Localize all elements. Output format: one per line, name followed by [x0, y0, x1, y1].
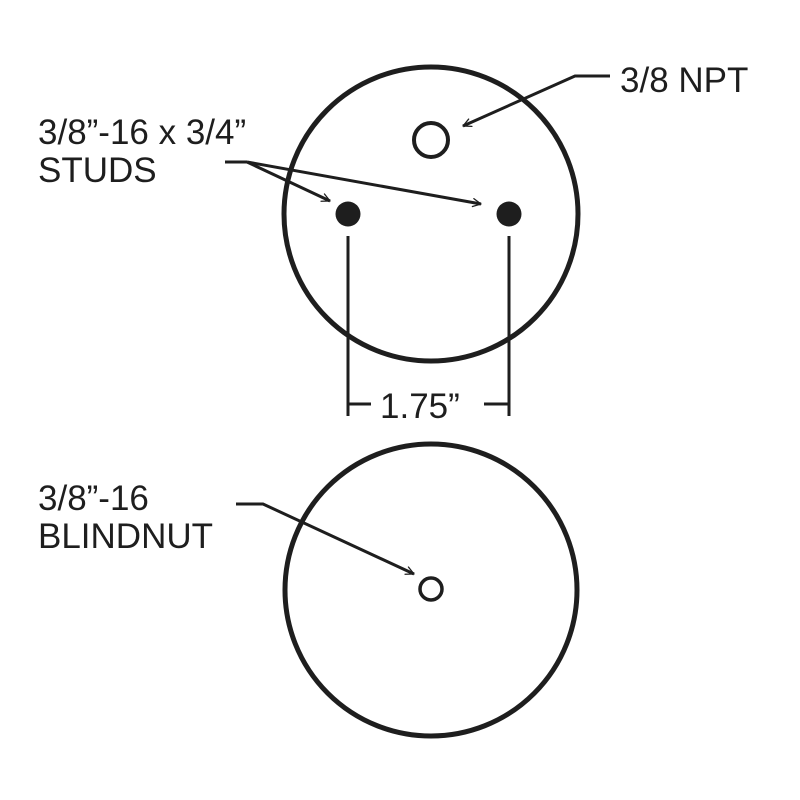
blindnut-label-line1: 3/8”-16: [38, 479, 149, 518]
stud-right: [496, 201, 522, 227]
npt-leader-arrow: [462, 74, 610, 128]
stud-left: [335, 201, 361, 227]
blindnut-label-line2: BLINDNUT: [38, 517, 214, 556]
studs-label: 3/8”-16 x 3/4” STUDS: [38, 114, 246, 190]
studs-leader-arrow-right: [246, 160, 482, 208]
air-fitting-hole: [412, 121, 450, 159]
bottom-plate-outline: [282, 441, 580, 739]
top-plate-view: [225, 64, 610, 416]
studs-label-line1: 3/8”-16 x 3/4”: [38, 113, 247, 152]
stud-spacing-dimension-label: 1.75”: [380, 387, 460, 426]
studs-label-line2: STUDS: [38, 151, 157, 190]
studs-leader-arrow-left: [246, 160, 331, 203]
blindnut-hole: [418, 576, 444, 602]
top-plate-outline: [281, 64, 581, 364]
blindnut-leader-arrow: [236, 502, 415, 576]
air-fitting-label: 3/8 NPT: [620, 61, 749, 100]
blindnut-label: 3/8”-16 BLINDNUT: [38, 480, 213, 556]
bottom-plate-view: [236, 441, 580, 739]
